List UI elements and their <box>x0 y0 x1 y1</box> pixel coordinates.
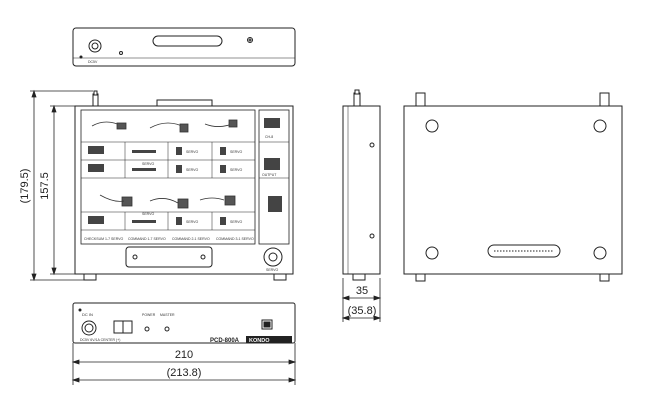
label-servo-7: SERVO <box>230 220 242 224</box>
front-dimensions <box>30 89 93 282</box>
rear-dc-in-label: DC IN <box>82 312 93 317</box>
front-illustrations <box>91 119 238 209</box>
rear-dimensions <box>71 343 297 385</box>
dial-label: SERVO <box>266 268 278 272</box>
dim-bottom-width: 210 <box>175 349 193 361</box>
label-servo-3: SERVO <box>186 168 198 172</box>
bottom-label-2: COMMAND 1-7 SERVO <box>128 237 166 241</box>
brand-logo-box <box>246 336 292 343</box>
rear-brand-label: KONDO <box>249 338 270 344</box>
label-servo-2: SERVO <box>230 150 242 154</box>
label-servo-4: SERVO <box>230 168 242 172</box>
dim-front-height-outer: (179.5) <box>19 169 31 204</box>
bottom-label-1: CHECKSUM 1-7 SERVO <box>84 237 124 241</box>
dim-side-depth: 35 <box>356 285 368 297</box>
rear-master-label: MASTER <box>160 313 175 317</box>
label-servo-5: SERVO <box>142 162 154 166</box>
rear-view <box>72 302 296 344</box>
bottom-label-4: COMMAND 3-1 SERVO <box>216 237 254 241</box>
rear-power-label: POWER <box>142 313 156 317</box>
rear-labels: DC IN DC5V 6V/1A CENTER (+) POWER MASTER… <box>80 312 292 344</box>
dim-bottom-width-outer: (213.8) <box>167 367 202 379</box>
front-connectors <box>88 118 282 225</box>
top-view <box>72 27 296 67</box>
front-view <box>74 90 294 281</box>
side-view <box>342 89 381 281</box>
label-servo-6: SERVO <box>186 220 198 224</box>
label-servo-1: SERVO <box>186 150 198 154</box>
side-dimensions <box>341 278 382 322</box>
label-ch8: CH-8 <box>265 135 273 139</box>
label-output: OUTPUT <box>262 173 277 177</box>
bottom-view <box>403 92 623 282</box>
dim-side-depth-outer: (35.8) <box>348 305 377 317</box>
top-dc-label: DC5V <box>88 60 98 64</box>
bottom-label-3: COMMAND 2-1 SERVO <box>172 237 210 241</box>
rear-model-label: PCD-800A <box>210 338 240 344</box>
rear-dc-in-sub: DC5V 6V/1A CENTER (+) <box>80 338 120 342</box>
label-servo-8: SERVO <box>142 212 154 216</box>
front-section-labels: CH-8 OUTPUT SERVO SERVO SERVO SERVO SERV… <box>84 135 278 272</box>
dim-front-height: 157.5 <box>39 172 51 200</box>
